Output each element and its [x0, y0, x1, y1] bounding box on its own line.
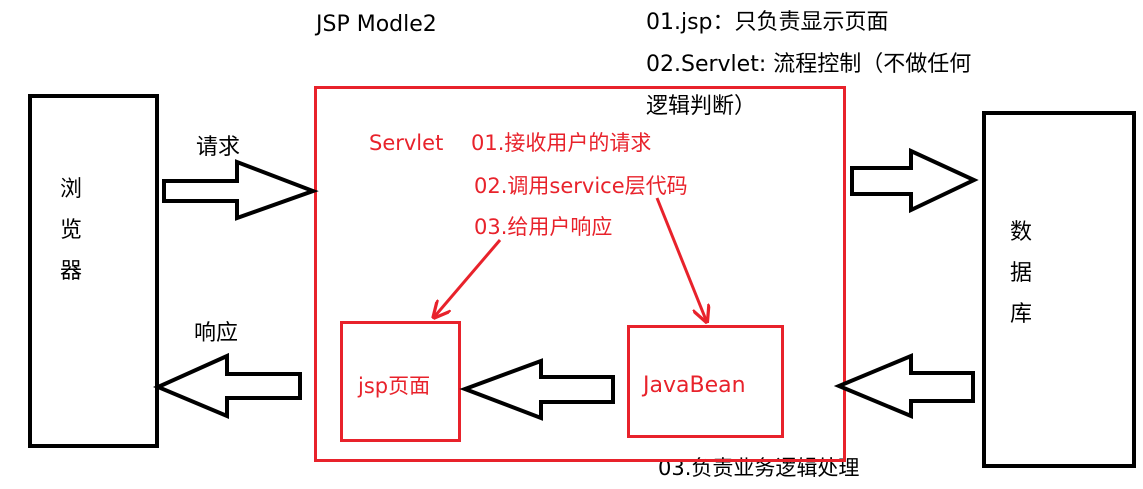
jsp-page-label: jsp页面 [358, 374, 431, 398]
browser-box [28, 94, 159, 448]
servlet-step-call-service: 02.调用service层代码 [474, 174, 688, 198]
note-servlet-line2: 逻辑判断） [646, 94, 757, 119]
database-label: 数 据 库 [1006, 212, 1036, 335]
note-servlet-line1: 02.Servlet: 流程控制（不做任何 [646, 52, 972, 77]
servlet-to-javabean-arrow [655, 197, 706, 320]
browser-char: 器 [59, 259, 82, 284]
request-label: 请求 [196, 135, 241, 160]
jsp-page-box [340, 321, 461, 442]
note-jsp: 01.jsp：只负责显示页面 [646, 10, 889, 35]
response-label: 响应 [194, 321, 239, 346]
diagram-title: JSP Modle2 [316, 12, 437, 37]
servlet-container [314, 86, 846, 462]
response-arrow [152, 352, 302, 420]
database-char: 数 [1009, 220, 1032, 245]
servlet-to-jsp-arrow [435, 239, 502, 316]
browser-label: 浏 览 器 [56, 169, 86, 292]
browser-char: 浏 [59, 177, 82, 202]
javabean-to-jsp-arrow [459, 358, 615, 421]
servlet-to-database-arrow [850, 147, 979, 214]
javabean-label: JavaBean [643, 373, 746, 398]
request-arrow [162, 159, 319, 221]
database-char: 库 [1009, 302, 1032, 327]
servlet-step-receive: 01.接收用户的请求 [471, 131, 652, 155]
database-char: 据 [1009, 261, 1032, 286]
database-box [982, 111, 1136, 468]
browser-char: 览 [59, 218, 82, 243]
servlet-step-respond: 03.给用户响应 [474, 215, 613, 239]
database-to-javabean-arrow [833, 353, 975, 419]
note-business: 03.负责业务逻辑处理 [658, 456, 860, 480]
servlet-name: Servlet [369, 131, 444, 155]
